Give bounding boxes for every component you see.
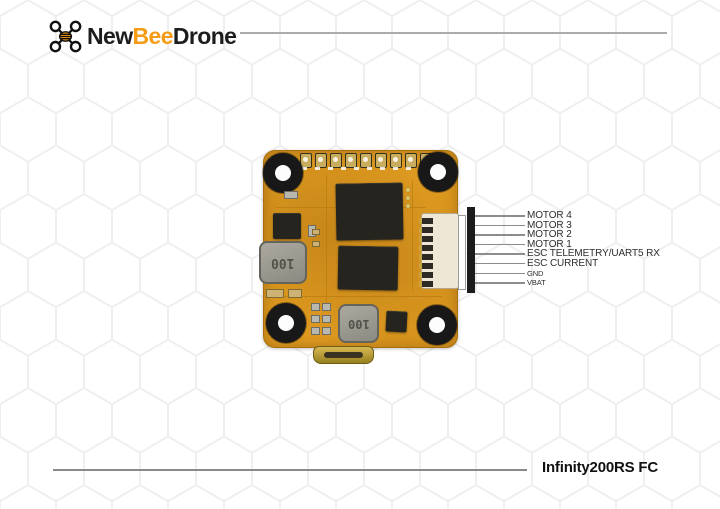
flight-controller-board: 100 100 <box>259 150 459 364</box>
pinout-row-esc-current: ESC CURRENT <box>475 258 598 270</box>
pinout-row-motor2: MOTOR 2 <box>475 229 572 241</box>
brand-name-drone: Drone <box>172 23 237 49</box>
capacitor <box>311 303 320 311</box>
pin-label: ESC CURRENT <box>527 257 599 269</box>
solder-pad-row <box>300 153 432 168</box>
product-title: Infinity200RS FC <box>542 459 658 476</box>
pin-label: ESC TELEMETRY/UART5 RX <box>527 248 660 259</box>
leader-line <box>475 243 525 246</box>
mcu-chip <box>335 182 404 241</box>
capacitor <box>266 289 284 298</box>
solder-pad <box>330 153 342 168</box>
capacitor <box>322 315 331 323</box>
solder-pad <box>405 153 417 168</box>
pin-label: MOTOR 1 <box>527 238 572 250</box>
footer-divider-line <box>53 469 527 471</box>
pcb-trace <box>326 175 327 305</box>
pinout-row-motor1: MOTOR 1 <box>475 239 572 251</box>
inductor-marking: 100 <box>347 316 370 331</box>
resistor <box>312 241 320 247</box>
brand-name-bee: Bee <box>132 23 174 49</box>
mounting-grommet-bottom-right <box>417 305 457 345</box>
capacitor <box>284 191 298 199</box>
resistor <box>312 229 320 235</box>
pin-label: MOTOR 4 <box>527 210 572 221</box>
power-inductor-left: 100 <box>259 241 307 284</box>
solder-pad <box>315 153 327 168</box>
status-led <box>406 204 410 208</box>
mounting-grommet-top-right <box>418 152 458 192</box>
pcb-trace <box>412 181 413 291</box>
cable-plug-outline <box>458 215 466 290</box>
usb-c-port <box>313 346 374 364</box>
capacitor <box>311 315 320 323</box>
pin-label: VBAT <box>527 278 546 288</box>
leader-line <box>475 234 525 236</box>
pin-label: MOTOR 3 <box>527 219 572 231</box>
brand-logo: NewBeeDrone <box>49 20 237 53</box>
leader-line <box>475 282 525 284</box>
leader-line <box>475 215 525 217</box>
cable-connector-bar <box>467 207 475 293</box>
solder-pad <box>390 153 402 168</box>
inductor-marking: 100 <box>271 255 295 270</box>
leader-line <box>475 224 525 227</box>
pin-label: GND <box>527 268 544 278</box>
capacitor <box>311 327 320 335</box>
power-inductor-bottom: 100 <box>338 304 379 343</box>
silkscreen-pad-labels <box>302 167 416 170</box>
regulator-chip <box>273 213 301 239</box>
gyro-chip <box>385 310 408 333</box>
pinout-row-motor3: MOTOR 3 <box>475 220 572 232</box>
mounting-grommet-top-left <box>263 153 303 193</box>
pcb-trace <box>282 296 442 297</box>
mounting-grommet-bottom-left <box>266 303 306 343</box>
capacitor <box>322 303 331 311</box>
solder-pad <box>375 153 387 168</box>
status-led <box>406 188 410 192</box>
esc-chip <box>337 245 399 291</box>
pin-label: MOTOR 2 <box>527 229 572 240</box>
pinout-row-motor4: MOTOR 4 <box>475 210 572 222</box>
status-led <box>406 196 410 200</box>
capacitor <box>288 289 302 298</box>
leader-line <box>475 272 525 275</box>
pinout-row-esc-telemetry: ESC TELEMETRY/UART5 RX <box>475 248 660 260</box>
jst-sh-connector <box>419 213 459 289</box>
capacitor <box>322 327 331 335</box>
jst-connector-pins <box>419 218 433 287</box>
brand-name: NewBeeDrone <box>87 20 237 53</box>
drone-bee-icon <box>49 20 82 53</box>
leader-line <box>475 253 525 255</box>
brand-name-new: New <box>87 23 133 49</box>
pinout-row-vbat: VBAT <box>475 277 546 289</box>
pinout-row-gnd: GND <box>475 268 543 280</box>
solder-pad <box>345 153 357 168</box>
header-divider-line <box>240 32 667 34</box>
leader-line <box>475 262 525 265</box>
solder-pad <box>360 153 372 168</box>
